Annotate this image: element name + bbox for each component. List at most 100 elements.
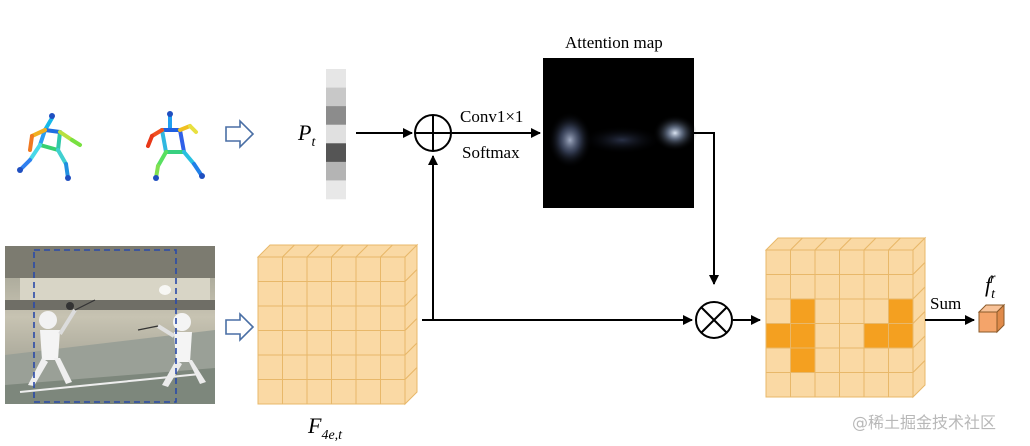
cube-cell [306, 379, 332, 405]
cube-cell [257, 354, 283, 380]
output-feature-label: ftr [985, 271, 996, 302]
pose-skeleton-2 [146, 111, 205, 181]
cube-cell [282, 305, 308, 331]
cube-cell [814, 298, 840, 324]
crop-region-box [33, 249, 177, 403]
cube-cell [306, 305, 332, 331]
output-feature-cube [977, 303, 1006, 334]
pose-skeleton-1 [17, 113, 82, 181]
cube-highlight-cell [765, 323, 791, 349]
cube-cell [839, 274, 865, 300]
cube-cell [888, 347, 914, 373]
cube-cell [814, 274, 840, 300]
pose-strip-segment [326, 124, 346, 144]
pose-prior-label: Pt [297, 120, 316, 150]
pose-strip-segment [326, 180, 346, 200]
sum-label: Sum [930, 294, 961, 313]
cube-cell [306, 256, 332, 282]
cube-highlight-cell [888, 323, 914, 349]
conv-label: Conv1×1 [460, 107, 523, 126]
cube-highlight-cell [790, 323, 816, 349]
cube-cell [765, 347, 791, 373]
cube-cell [790, 274, 816, 300]
cube-cell [306, 330, 332, 356]
weighted-feature-cube [764, 236, 927, 399]
cube-cell [380, 354, 406, 380]
cube-cell [257, 330, 283, 356]
cube-cell [765, 249, 791, 275]
cube-cell [790, 249, 816, 275]
cube-highlight-cell [790, 298, 816, 324]
cube-cell [306, 354, 332, 380]
cube-cell [331, 330, 357, 356]
cube-cell [814, 249, 840, 275]
cube-cell [863, 347, 889, 373]
cube-cell [257, 256, 283, 282]
softmax-label: Softmax [462, 143, 520, 162]
cube-cell [355, 256, 381, 282]
elementwise-multiply-icon [695, 301, 733, 339]
pose-strip-segment [326, 106, 346, 126]
cube-cell [282, 256, 308, 282]
cube-cell [380, 330, 406, 356]
cube-cell [355, 305, 381, 331]
cube-cell [888, 274, 914, 300]
cube-highlight-cell [790, 347, 816, 373]
elementwise-add-icon [414, 114, 452, 152]
cube-cell [282, 330, 308, 356]
cube-cell [257, 379, 283, 405]
cube-cell [306, 281, 332, 307]
fencing-video-frame [5, 246, 215, 404]
cube-cell [355, 281, 381, 307]
cube-cell [888, 372, 914, 398]
pose-strip-segment [326, 143, 346, 163]
cube-cell [380, 305, 406, 331]
cube-cell [863, 372, 889, 398]
cube-cell [355, 354, 381, 380]
cube-cell [765, 372, 791, 398]
cube-cell [790, 372, 816, 398]
cube-cell [839, 323, 865, 349]
cube-cell [257, 281, 283, 307]
cube-cell [331, 256, 357, 282]
watermark-text: @稀土掘金技术社区 [852, 413, 996, 432]
cube-cell [380, 281, 406, 307]
cube-cell [765, 298, 791, 324]
cube-cell [888, 249, 914, 275]
cube-cell [331, 305, 357, 331]
cube-highlight-cell [888, 298, 914, 324]
cube-cell [380, 256, 406, 282]
pose-prior-strip [326, 69, 346, 200]
cube-cell [863, 274, 889, 300]
cube-cell [839, 249, 865, 275]
cube-cell [839, 347, 865, 373]
cube-cell [814, 347, 840, 373]
hollow-arrow-bottom-icon [225, 312, 255, 342]
cube-cell [839, 298, 865, 324]
pose-strip-segment [326, 87, 346, 107]
cube-cell [282, 379, 308, 405]
cube-highlight-cell [863, 323, 889, 349]
cube-cell [331, 281, 357, 307]
cube-cell [765, 274, 791, 300]
cube-cell [355, 330, 381, 356]
cube-cell [814, 372, 840, 398]
cube-cell [839, 372, 865, 398]
attention-map-title: Attention map [565, 33, 663, 52]
cube-cell [331, 354, 357, 380]
cube-cell [282, 281, 308, 307]
pose-strip-segment [326, 161, 346, 181]
cube-cell [380, 379, 406, 405]
cube-cell [257, 305, 283, 331]
feature-map-label: F4e,t [307, 413, 343, 443]
cube-cell [863, 298, 889, 324]
arrow-attention-to-multiply [694, 132, 719, 285]
attention-map-image [543, 58, 697, 208]
cube-cell [331, 379, 357, 405]
hollow-arrow-top-icon [225, 119, 255, 149]
feature-map-cube [256, 243, 419, 406]
pose-strip-segment [326, 69, 346, 88]
cube-cell [863, 249, 889, 275]
cube-cell [282, 354, 308, 380]
